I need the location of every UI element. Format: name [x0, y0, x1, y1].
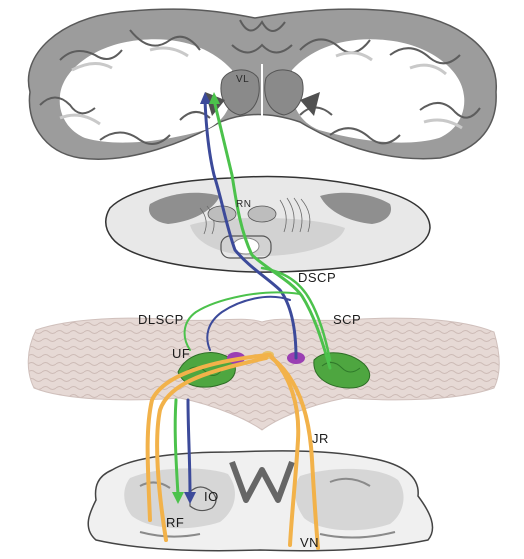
label-dlscp: DLSCP: [138, 312, 184, 327]
midbrain-section: [106, 177, 430, 273]
label-vn: VN: [300, 535, 319, 550]
label-jr: JR: [312, 431, 329, 446]
label-io: IO: [204, 489, 219, 504]
red-nucleus-right: [248, 206, 276, 222]
cerebellum-section: [28, 318, 499, 430]
label-rn: RN: [236, 199, 251, 210]
cerebellum-outline: [28, 318, 499, 430]
label-rf: RF: [166, 515, 184, 530]
label-scp: SCP: [333, 312, 361, 327]
medulla-section: [88, 451, 432, 551]
label-uf: UF: [172, 346, 190, 361]
label-dscp: DSCP: [298, 270, 336, 285]
coronal-brain-section: [28, 9, 496, 159]
arrowheads: [172, 92, 220, 504]
label-vl: VL: [236, 74, 249, 85]
